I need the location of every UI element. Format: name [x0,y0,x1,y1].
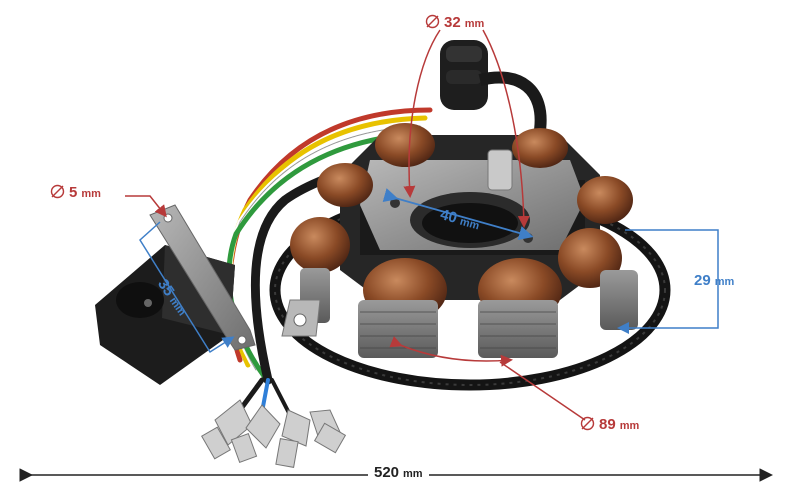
dimension-unit: mm [81,188,101,200]
dimension-unit: mm [464,18,485,30]
diameter-icon [425,14,440,29]
spade-connectors [201,399,347,468]
wire-bundle [226,107,445,417]
dimension-label-32mm: 32 mm [425,12,484,31]
dimension-label-520mm: 520 mm [368,464,429,481]
diameter-icon [50,184,65,199]
rubber-grommet [440,40,547,131]
dimension-line-40mm [382,188,534,241]
dimension-line-29mm [617,229,719,334]
dimension-unit: mm [619,420,640,432]
diameter-icon [580,416,595,431]
dimension-value: 520 [374,464,400,481]
dimension-unit: mm [714,276,735,288]
dimension-arc-89mm [389,336,513,367]
dimension-label-89mm: 89 mm [580,414,639,433]
dimension-label-5mm: 5 mm [50,182,101,201]
dimension-value: 5 [69,184,78,201]
dimension-unit: mm [403,468,423,480]
dimension-line-35mm [139,221,235,354]
dimension-value: 89 [599,416,616,433]
dimension-line-5mm [125,195,167,218]
dimension-value: 32 [444,14,461,31]
dimension-label-29mm: 29 mm [694,272,734,289]
pickup-sensor [95,204,256,385]
dimension-value: 29 [694,272,711,289]
